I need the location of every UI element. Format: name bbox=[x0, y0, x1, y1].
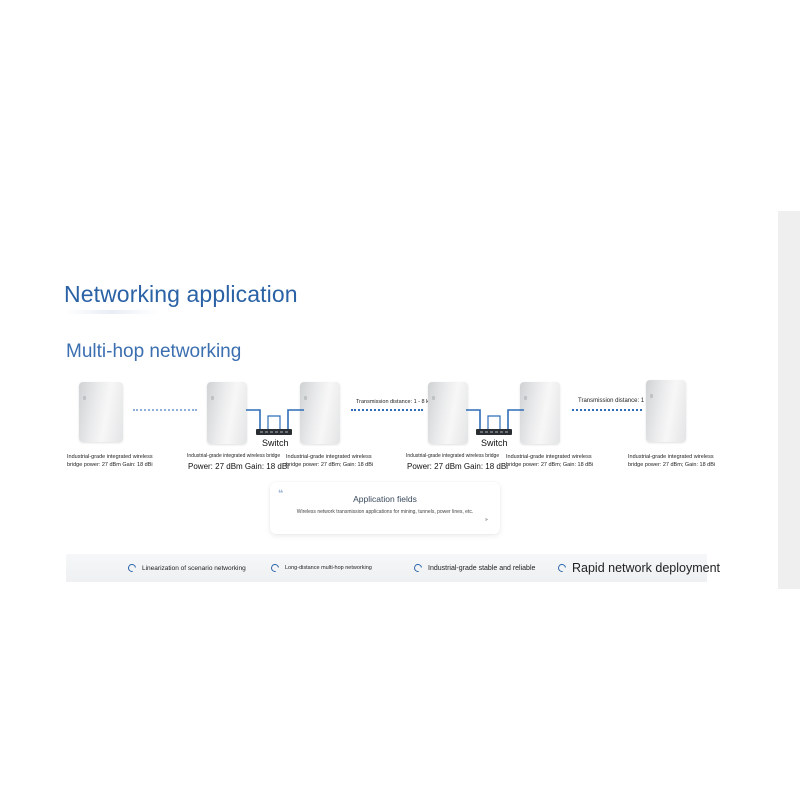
wireless-bridge-device-2 bbox=[207, 382, 247, 444]
device-3-caption: Industrial-grade integrated wireless bri… bbox=[286, 454, 374, 468]
wireless-link-2 bbox=[351, 409, 423, 411]
title-underline-decoration bbox=[64, 310, 159, 314]
feature-item: Long-distance multi-hop networking bbox=[269, 554, 372, 582]
feature-label: Long-distance multi-hop networking bbox=[285, 565, 372, 571]
device-6-caption: Industrial-grade integrated wireless bri… bbox=[628, 454, 716, 468]
application-fields-description: Wireless network transmission applicatio… bbox=[296, 509, 474, 515]
application-fields-card: ❝ Application fields Wireless network tr… bbox=[270, 482, 500, 534]
check-circle-icon bbox=[126, 562, 138, 574]
check-circle-icon bbox=[412, 562, 424, 574]
device-5-caption: Industrial-grade integrated wireless bri… bbox=[506, 454, 594, 468]
check-circle-icon bbox=[556, 562, 568, 574]
section-subtitle: Multi-hop networking bbox=[66, 341, 242, 362]
page-title: Networking application bbox=[64, 281, 298, 307]
wireless-link-1 bbox=[133, 409, 197, 411]
application-fields-title: Application fields bbox=[353, 494, 417, 504]
quote-end-mark: » bbox=[485, 517, 488, 523]
feature-item: Linearization of scenario networking bbox=[126, 554, 246, 582]
feature-bar: Linearization of scenario networking Lon… bbox=[66, 554, 720, 582]
feature-label: Rapid network deployment bbox=[572, 561, 720, 575]
switch-cables-1 bbox=[246, 409, 304, 430]
wireless-bridge-device-4 bbox=[428, 382, 468, 444]
distance-label-1: Transmission distance: 1 - 8 kilometers bbox=[356, 399, 452, 405]
device-1-caption: Industrial-grade integrated wireless bri… bbox=[67, 454, 153, 468]
network-switch-2 bbox=[476, 429, 512, 435]
feature-label: Linearization of scenario networking bbox=[142, 564, 246, 572]
feature-item: Industrial-grade stable and reliable bbox=[412, 554, 536, 582]
quote-icon: ❝ bbox=[278, 488, 284, 498]
check-circle-icon bbox=[269, 562, 281, 574]
switch-label-1: Switch bbox=[262, 438, 289, 448]
power-gain-2: Power: 27 dBm Gain: 18 dBi bbox=[407, 462, 508, 471]
wireless-bridge-device-5 bbox=[520, 382, 560, 444]
power-gain-1: Power: 27 dBm Gain: 18 dBi bbox=[188, 462, 289, 471]
wireless-bridge-device-3 bbox=[300, 382, 340, 444]
device-4-caption: Industrial-grade integrated wireless bri… bbox=[406, 453, 500, 459]
wireless-link-3 bbox=[572, 409, 642, 411]
feature-item: Rapid network deployment bbox=[556, 554, 720, 582]
distance-label-2: Transmission distance: 1 - 8 kilometers bbox=[578, 398, 682, 404]
wireless-bridge-device-6 bbox=[646, 380, 686, 442]
wireless-bridge-device-1 bbox=[79, 382, 123, 442]
feature-label: Industrial-grade stable and reliable bbox=[428, 564, 536, 572]
switch-cables-2 bbox=[466, 409, 524, 430]
scrollbar[interactable] bbox=[778, 211, 800, 589]
network-switch-1 bbox=[256, 429, 292, 435]
switch-label-2: Switch bbox=[481, 438, 508, 448]
device-2-caption: Industrial-grade integrated wireless bri… bbox=[187, 453, 281, 459]
